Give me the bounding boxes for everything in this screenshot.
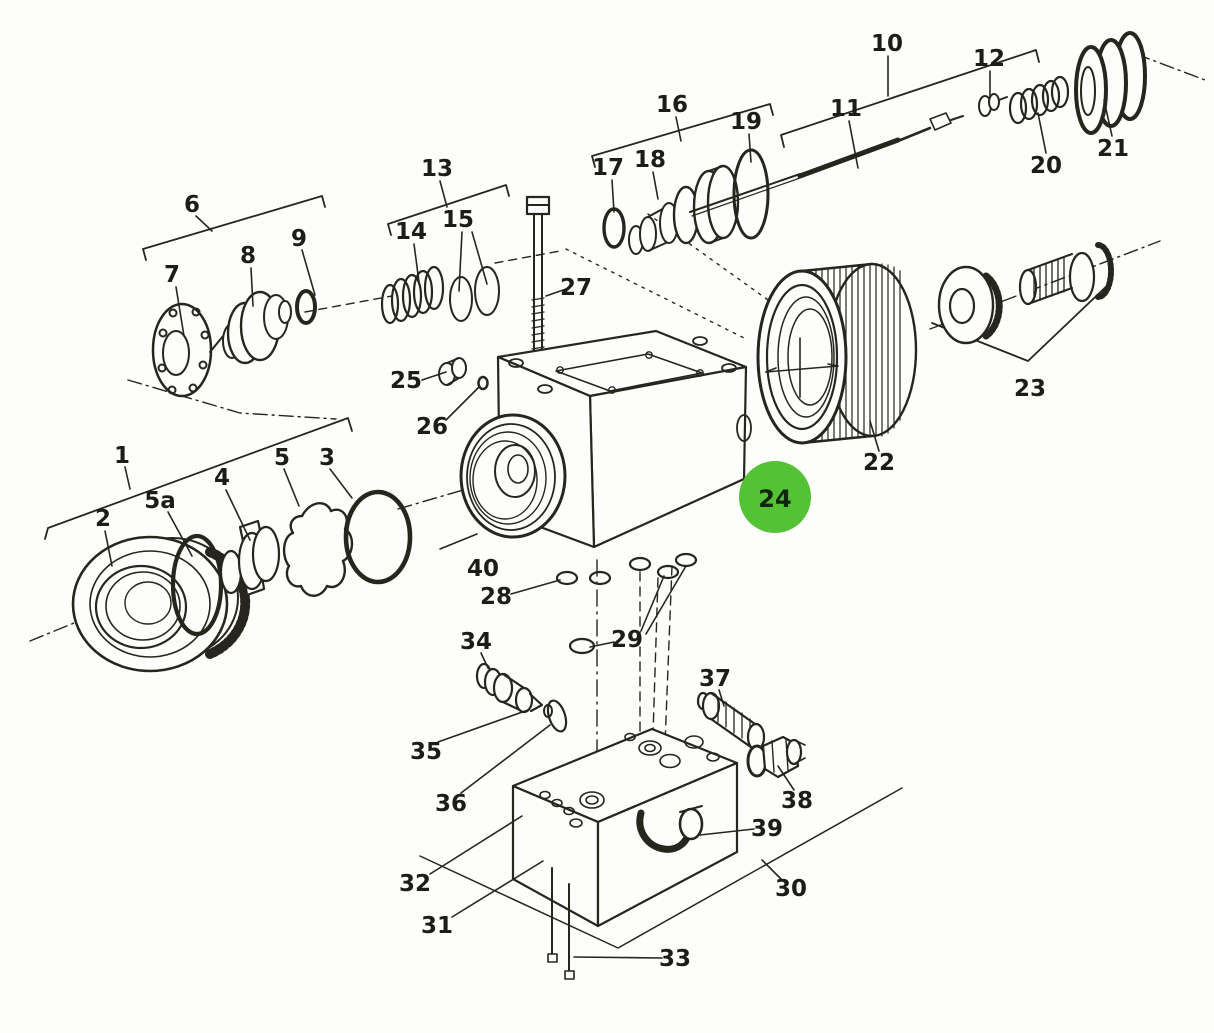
part-label-10: 10 <box>871 31 903 57</box>
part-36-disc <box>546 699 568 733</box>
part-8-valve <box>209 290 292 365</box>
part-label-37: 37 <box>699 666 731 692</box>
part-3-oring <box>343 489 413 585</box>
part-label-15: 15 <box>442 207 474 233</box>
part-label-25: 25 <box>390 368 422 394</box>
part-label-16: 16 <box>656 92 688 118</box>
part-28-29-orings <box>555 552 698 655</box>
part-label-21: 21 <box>1097 136 1129 162</box>
centering-cross <box>765 337 839 398</box>
part-31-block <box>511 727 739 928</box>
part-label-18: 18 <box>634 147 666 173</box>
part-34-valve <box>475 662 553 718</box>
part-label-28: 28 <box>480 584 512 610</box>
part-label-35: 35 <box>410 739 442 765</box>
block-top-holes <box>539 732 720 828</box>
bracket-group-1 <box>44 417 353 540</box>
part-label-40: 40 <box>467 556 499 582</box>
part-label-17: 17 <box>592 155 624 181</box>
part-label-20: 20 <box>1030 153 1062 179</box>
leader-lines <box>104 55 1113 959</box>
part-38-fitting <box>746 735 806 779</box>
part-label-6: 6 <box>184 192 200 218</box>
bracket-group-6 <box>142 195 326 261</box>
part-5-baffle <box>282 502 354 597</box>
part-20-spring <box>1008 75 1070 125</box>
part-25-plug <box>438 357 467 386</box>
part-23-plug <box>1018 242 1114 306</box>
part-22-nut <box>756 262 918 445</box>
part-39-elbow <box>636 805 704 853</box>
part-5a-ring <box>170 533 224 637</box>
part-12-tip <box>978 93 1008 117</box>
part-label-9: 9 <box>291 226 307 252</box>
part-19-ring <box>732 148 770 240</box>
part-label-22: 22 <box>863 450 895 476</box>
part-label-1: 1 <box>114 443 130 469</box>
part-label-23: 23 <box>1014 376 1046 402</box>
part-label-12: 12 <box>973 46 1005 72</box>
part-9-oring <box>295 289 317 325</box>
highlight-part-24[interactable]: 24 <box>739 461 811 533</box>
part-label-39: 39 <box>751 816 783 842</box>
part-37-valve <box>696 691 766 752</box>
parts-artwork <box>71 31 1147 980</box>
bracket-group-16 <box>591 103 774 168</box>
bracket-group-30 <box>419 787 903 949</box>
axis-centerlines <box>29 53 1206 642</box>
part-label-27: 27 <box>560 275 592 301</box>
part-label-7: 7 <box>164 262 180 288</box>
part-label-31: 31 <box>421 913 453 939</box>
bracket-group-10 <box>780 49 1040 148</box>
part-label-33: 33 <box>659 946 691 972</box>
part-label-13: 13 <box>421 156 453 182</box>
part-14-spring <box>380 265 445 325</box>
part-27-bolt <box>525 195 551 367</box>
part-26-ring <box>477 375 489 391</box>
part-4-nozzle <box>219 519 281 597</box>
part-label-29: 29 <box>611 627 643 653</box>
part-label-3: 3 <box>319 445 335 471</box>
part-11-needle <box>689 112 964 217</box>
part-label-19: 19 <box>730 109 762 135</box>
part-label-32: 32 <box>399 871 431 897</box>
part-label-11: 11 <box>830 96 862 122</box>
part-15-rings <box>449 266 500 322</box>
part-label-5a: 5a <box>144 488 176 514</box>
part-21-seals <box>1074 31 1147 135</box>
part-label-8: 8 <box>240 243 256 269</box>
part-23-washer <box>937 265 1003 345</box>
part-label-34: 34 <box>460 629 492 655</box>
part-18-packing <box>628 164 740 255</box>
part-label-4: 4 <box>214 465 230 491</box>
part-17-oring <box>602 207 626 249</box>
part-label-2: 2 <box>95 506 111 532</box>
part-label-26: 26 <box>416 414 448 440</box>
highlight-part-number: 24 <box>758 485 791 513</box>
part-label-5: 5 <box>274 445 290 471</box>
highlight-circle[interactable] <box>739 461 811 533</box>
part-label-14: 14 <box>395 219 427 245</box>
part-33-screws <box>547 867 575 980</box>
part-24-body <box>459 329 752 549</box>
part-label-36: 36 <box>435 791 467 817</box>
part-label-38: 38 <box>781 788 813 814</box>
group-brackets <box>44 49 1113 949</box>
part-label-30: 30 <box>775 876 807 902</box>
part-7-flange <box>151 302 213 398</box>
